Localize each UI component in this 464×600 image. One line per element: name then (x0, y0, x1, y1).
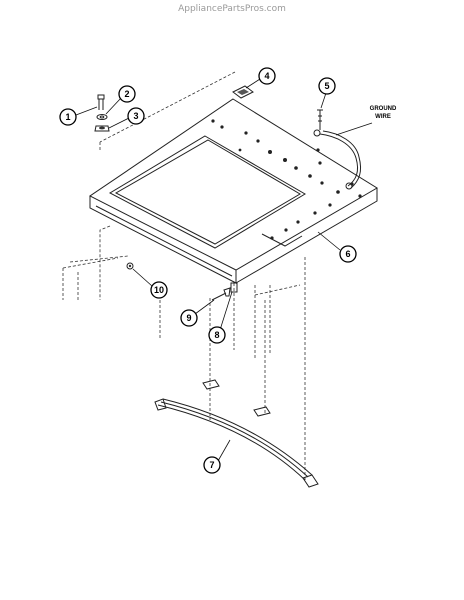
screw-part-5 (317, 109, 323, 130)
svg-text:3: 3 (133, 111, 138, 121)
svg-text:WIRE: WIRE (375, 114, 391, 120)
callout-4: 4 (258, 67, 276, 85)
svg-text:9: 9 (186, 313, 191, 323)
watermark: AppliancePartsPros.com (178, 4, 286, 14)
svg-text:8: 8 (214, 330, 219, 340)
callout-6: 6 (339, 245, 357, 263)
callout-9: 9 (180, 309, 198, 327)
leader-lines (75, 78, 373, 462)
callout-2: 2 (118, 85, 136, 103)
callout-7: 7 (203, 456, 221, 474)
top-panel (89, 98, 378, 284)
svg-text:5: 5 (324, 81, 329, 91)
svg-text:7: 7 (209, 460, 214, 470)
svg-text:1: 1 (65, 112, 70, 122)
ground-wire-label: GROUND WIRE (370, 106, 397, 120)
handle-bar-part-7 (154, 379, 319, 488)
bracket-part-8 (230, 282, 238, 293)
ground-wire (313, 129, 362, 190)
svg-text:10: 10 (154, 285, 164, 295)
svg-text:GROUND: GROUND (370, 106, 397, 112)
washer-part-2 (96, 114, 108, 120)
svg-text:6: 6 (345, 249, 350, 259)
svg-text:2: 2 (124, 89, 129, 99)
svg-text:4: 4 (264, 71, 269, 81)
clip-part-10 (126, 262, 134, 270)
callout-8: 8 (208, 326, 226, 344)
bolt-part-1 (97, 94, 105, 110)
callout-10: 10 (150, 281, 168, 299)
nut-part-3 (94, 125, 110, 132)
callout-5: 5 (318, 77, 336, 95)
label-plate-part-4 (232, 85, 254, 99)
cabinet-dashed-outline (62, 71, 306, 480)
screw-part-9 (211, 287, 231, 301)
callout-3: 3 (127, 107, 145, 125)
callout-1: 1 (59, 108, 77, 126)
